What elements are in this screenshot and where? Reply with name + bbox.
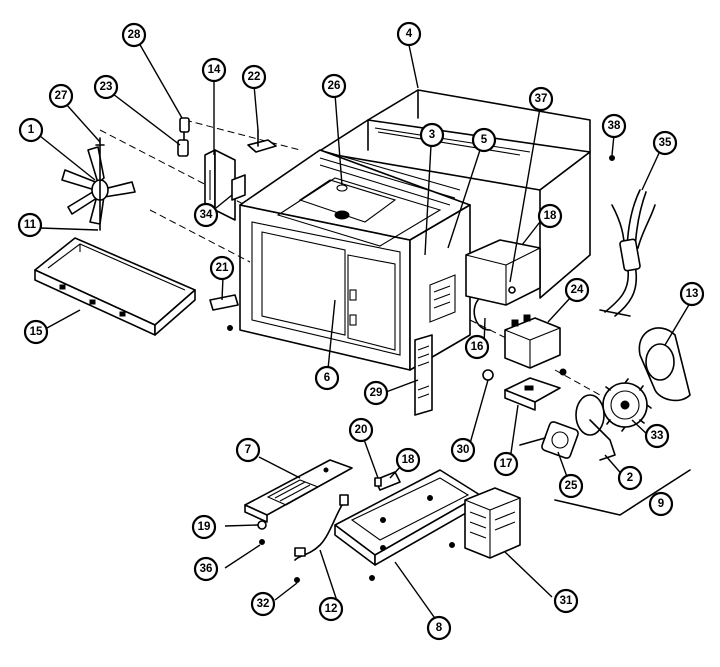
bottom-plate [334,469,481,566]
callout-label: 29 [370,387,383,399]
callout-label: 7 [245,444,251,456]
callout-label: 5 [481,134,488,146]
callout-label: 15 [30,326,43,338]
callout-25: 25 [558,473,584,499]
callout-37: 37 [528,86,554,112]
callout-label: 14 [208,64,221,76]
callout-label: 22 [248,71,261,83]
callout-34: 34 [193,202,219,228]
callout-13: 13 [679,281,705,307]
callout-12: 12 [318,596,344,622]
callout-label: 36 [200,563,213,575]
callout-14: 14 [201,57,227,83]
callout-label: 18 [402,454,415,466]
callout-23: 23 [93,74,119,100]
callout-label: 38 [608,120,621,132]
callout-7: 7 [235,437,261,463]
callout-19: 19 [191,514,217,540]
fan-blade-assembly [61,137,136,231]
callout-label: 2 [627,472,633,484]
callout-label: 11 [24,219,37,231]
callout-6: 6 [314,365,340,391]
callout-label: 33 [651,430,664,442]
callout-28: 28 [121,22,147,48]
callout-30: 30 [450,437,476,463]
callout-32: 32 [250,591,276,617]
callout-label: 28 [128,29,141,41]
base-plate [34,237,196,336]
callout-24: 24 [564,277,590,303]
callout-31: 31 [553,588,579,614]
callout-18-lower: 18 [395,447,421,473]
callout-label: 37 [535,93,548,105]
blower-assembly [519,327,691,516]
callout-label: 31 [560,595,573,607]
callout-33: 33 [644,423,670,449]
wire-harness [599,189,656,317]
callout-label: 3 [429,129,435,141]
callout-label: 26 [328,80,341,92]
callout-label: 30 [457,444,470,456]
callout-label: 27 [55,90,68,102]
capacitor [504,314,561,369]
callout-35: 35 [652,130,678,156]
control-plate [244,459,353,523]
callout-27: 27 [48,83,74,109]
callout-26: 26 [321,73,347,99]
oven-cavity-front-plate [239,149,471,371]
callout-label: 9 [658,498,664,510]
callout-18-upper: 18 [537,203,563,229]
callout-2: 2 [617,465,643,491]
callout-label: 21 [216,262,229,274]
callout-1: 1 [18,117,44,143]
callout-label: 4 [406,28,413,40]
callout-29: 29 [363,380,389,406]
callout-22: 22 [241,64,267,90]
outer-cabinet [317,89,591,299]
callout-label: 12 [325,603,338,615]
callout-5: 5 [471,127,497,153]
switch-holder [473,299,561,411]
callout-label: 8 [436,622,443,634]
callout-label: 34 [200,209,213,221]
callout-label: 1 [28,124,35,136]
callout-36: 36 [193,556,219,582]
callout-20: 20 [348,417,374,443]
callout-3: 3 [419,122,445,148]
callout-label: 32 [257,598,270,610]
callout-21: 21 [209,255,235,281]
callout-label: 20 [355,424,368,436]
callout-label: 35 [659,137,672,149]
small-parts [257,155,615,583]
callout-4: 4 [396,21,422,47]
callout-9: 9 [648,491,674,517]
door-latch [209,294,433,416]
callout-label: 18 [544,210,557,222]
callout-label: 17 [500,458,513,470]
callout-label: 16 [471,341,484,353]
transformer [464,487,521,559]
component-18-upper [465,239,541,306]
upper-brackets [177,117,277,221]
callout-label: 23 [100,81,113,93]
callout-label: 6 [324,372,330,384]
callout-15: 15 [23,319,49,345]
callout-11: 11 [17,212,43,238]
callout-16: 16 [464,334,490,360]
callout-38: 38 [601,113,627,139]
callout-label: 19 [198,521,211,533]
callout-label: 25 [565,480,578,492]
callout-8: 8 [426,615,452,641]
callout-label: 13 [686,288,699,300]
callout-label: 24 [571,284,584,296]
callout-17: 17 [493,451,519,477]
